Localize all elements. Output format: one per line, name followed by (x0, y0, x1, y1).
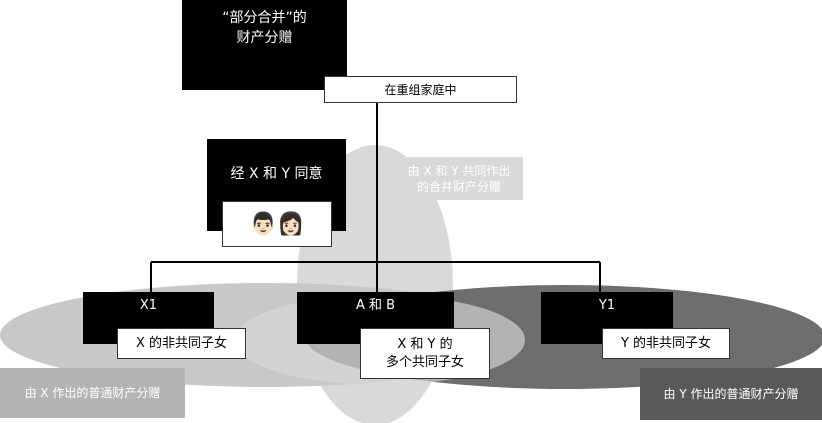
x-gift-label: 由 X 作出的普通财产分赠 (0, 368, 185, 418)
node-x1-label: X1 (139, 298, 158, 313)
couple-faces-icon: 👨🏻👩🏻 (249, 211, 305, 237)
node-y1-sub: Y 的非共同子女 (602, 328, 730, 359)
joint-gift-line-1: 由 X 和 Y 共同作出 (407, 163, 511, 178)
title-line-2: 财产分赠 (236, 30, 293, 46)
node-ab-sub-line-2: 多个共同子女 (385, 354, 464, 370)
consent-label: 经 X 和 Y 同意 (230, 166, 323, 182)
title-box: “部分合并”的 财产分赠 (182, 0, 347, 90)
context-box: 在重组家庭中 (324, 76, 517, 103)
y-gift-label: 由 Y 作出的普通财产分赠 (640, 368, 822, 420)
joint-gift-label: 由 X 和 Y 共同作出 的合并财产分赠 (395, 157, 523, 200)
title-line-1: “部分合并”的 (222, 10, 307, 26)
node-ab-sub-line-1: X 和 Y 的 (397, 336, 453, 352)
joint-gift-line-2: 的合并财产分赠 (416, 179, 501, 194)
node-ab-sub: X 和 Y 的 多个共同子女 (360, 328, 490, 379)
faces-box: 👨🏻👩🏻 (222, 201, 332, 247)
node-x1-sub: X 的非共同子女 (117, 328, 246, 359)
node-y1-label: Y1 (598, 298, 616, 313)
node-ab-label: A 和 B (355, 298, 396, 313)
